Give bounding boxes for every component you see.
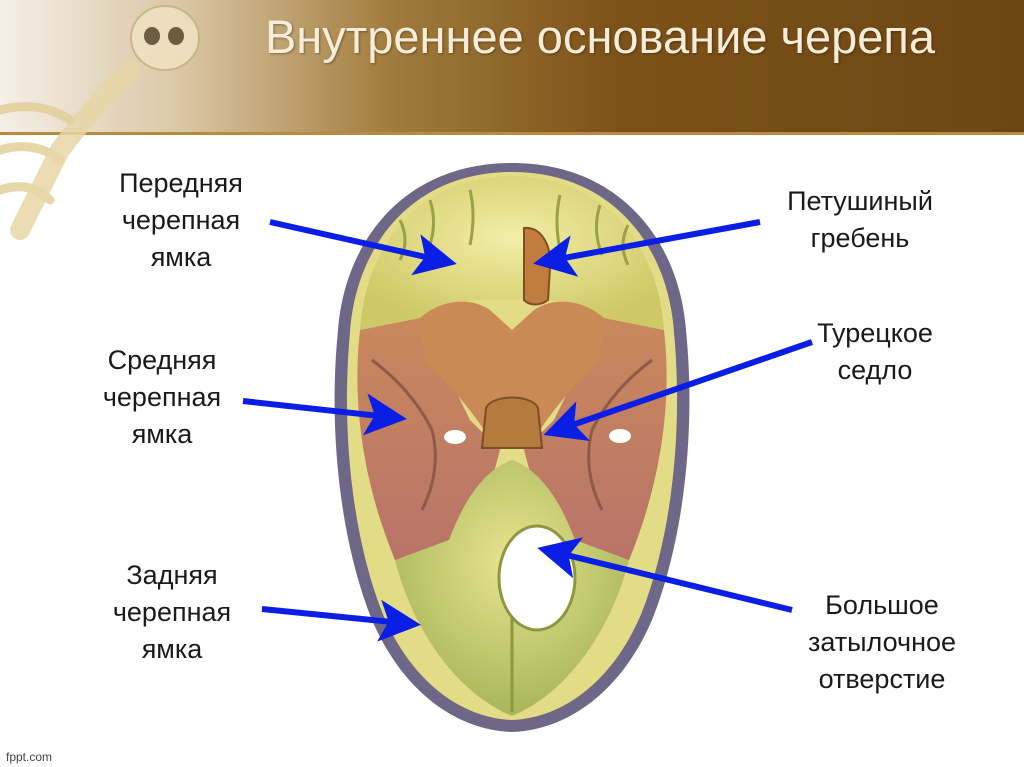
watermark: fppt.com [6,750,53,764]
label-anterior-fossa: Передняя черепная ямка [119,168,243,272]
header-divider [0,132,1024,135]
label-posterior-fossa: Задняя черепная ямка [112,560,232,664]
label-foramen-magnum: Большое затылочное отверстие [807,590,957,694]
arrow-sella-turcica [543,339,813,442]
arrow-middle-fossa [242,393,407,436]
arrow-anterior-fossa [269,219,457,276]
label-middle-fossa: Средняя черепная ямка [102,345,222,449]
sphenoid-body [420,301,604,430]
foramen-magnum-opening [497,524,577,632]
arrow-posterior-fossa [261,599,421,642]
sella-turcica-shape [480,396,544,449]
arrow-crista-galli [533,219,761,277]
arrow-foramen-magnum [537,537,793,613]
label-crista-galli: Петушиный гребень [787,186,933,253]
slide-title: Внутреннее основание черепа [264,10,936,63]
skeleton-decor-icon [0,5,200,240]
label-sella-turcica: Турецкое седло [817,318,933,385]
anterior-fossa-region [360,176,664,330]
